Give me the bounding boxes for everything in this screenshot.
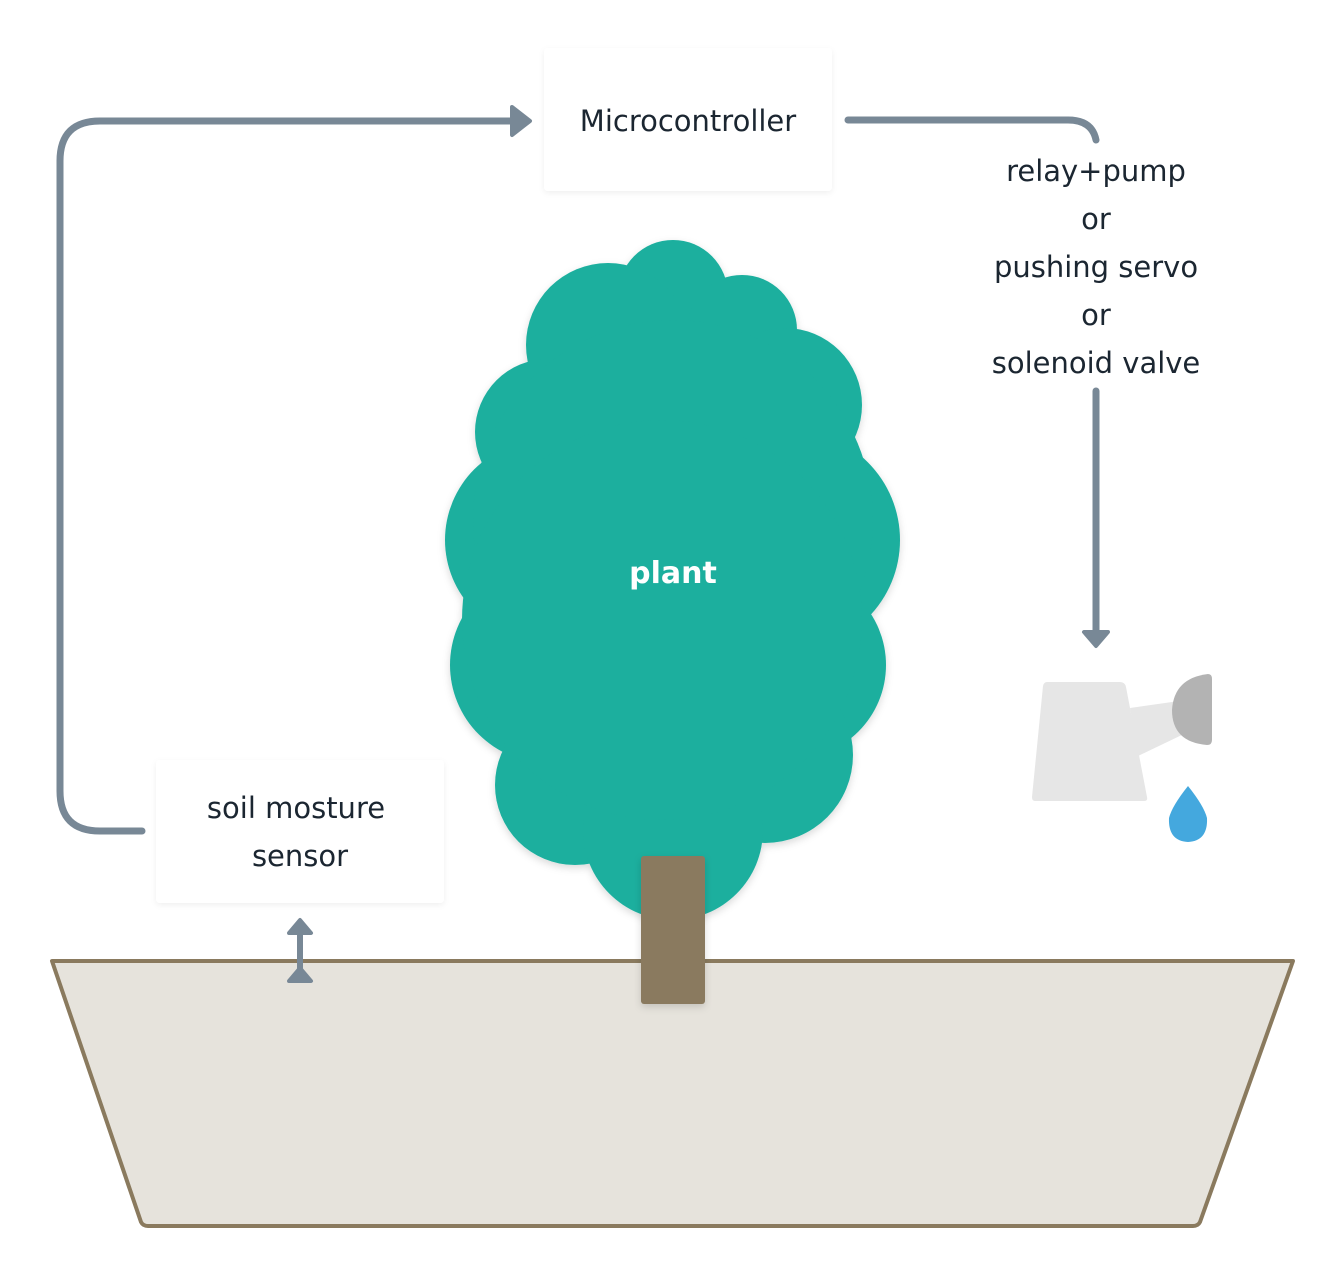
actuator-line: pushing servo xyxy=(994,250,1198,284)
sensor-probe-arrow xyxy=(287,918,313,983)
controller-to-actuator-connector xyxy=(844,116,1100,144)
sensor-label-line: sensor xyxy=(252,839,348,873)
microcontroller-label: Microcontroller xyxy=(580,104,796,138)
plant-trunk xyxy=(641,856,705,1004)
plant-label: plant xyxy=(629,556,717,591)
watering-can-icon xyxy=(1032,674,1212,801)
water-drop-icon xyxy=(1168,786,1208,842)
soil-moisture-sensor-node: soil mosture sensor xyxy=(156,760,444,903)
plant-foliage xyxy=(445,240,900,920)
actuator-to-can-arrow xyxy=(1082,387,1110,648)
actuator-node: relay+pump or pushing servo or solenoid … xyxy=(992,154,1201,380)
microcontroller-node: Microcontroller xyxy=(544,48,832,191)
actuator-line: or xyxy=(1081,298,1111,332)
actuator-line: or xyxy=(1081,202,1111,236)
actuator-line: solenoid valve xyxy=(992,346,1201,380)
sensor-to-controller-arrow xyxy=(56,105,532,835)
sensor-label-line: soil mosture xyxy=(207,791,385,825)
actuator-line: relay+pump xyxy=(1006,154,1186,188)
pot xyxy=(50,959,1295,1228)
